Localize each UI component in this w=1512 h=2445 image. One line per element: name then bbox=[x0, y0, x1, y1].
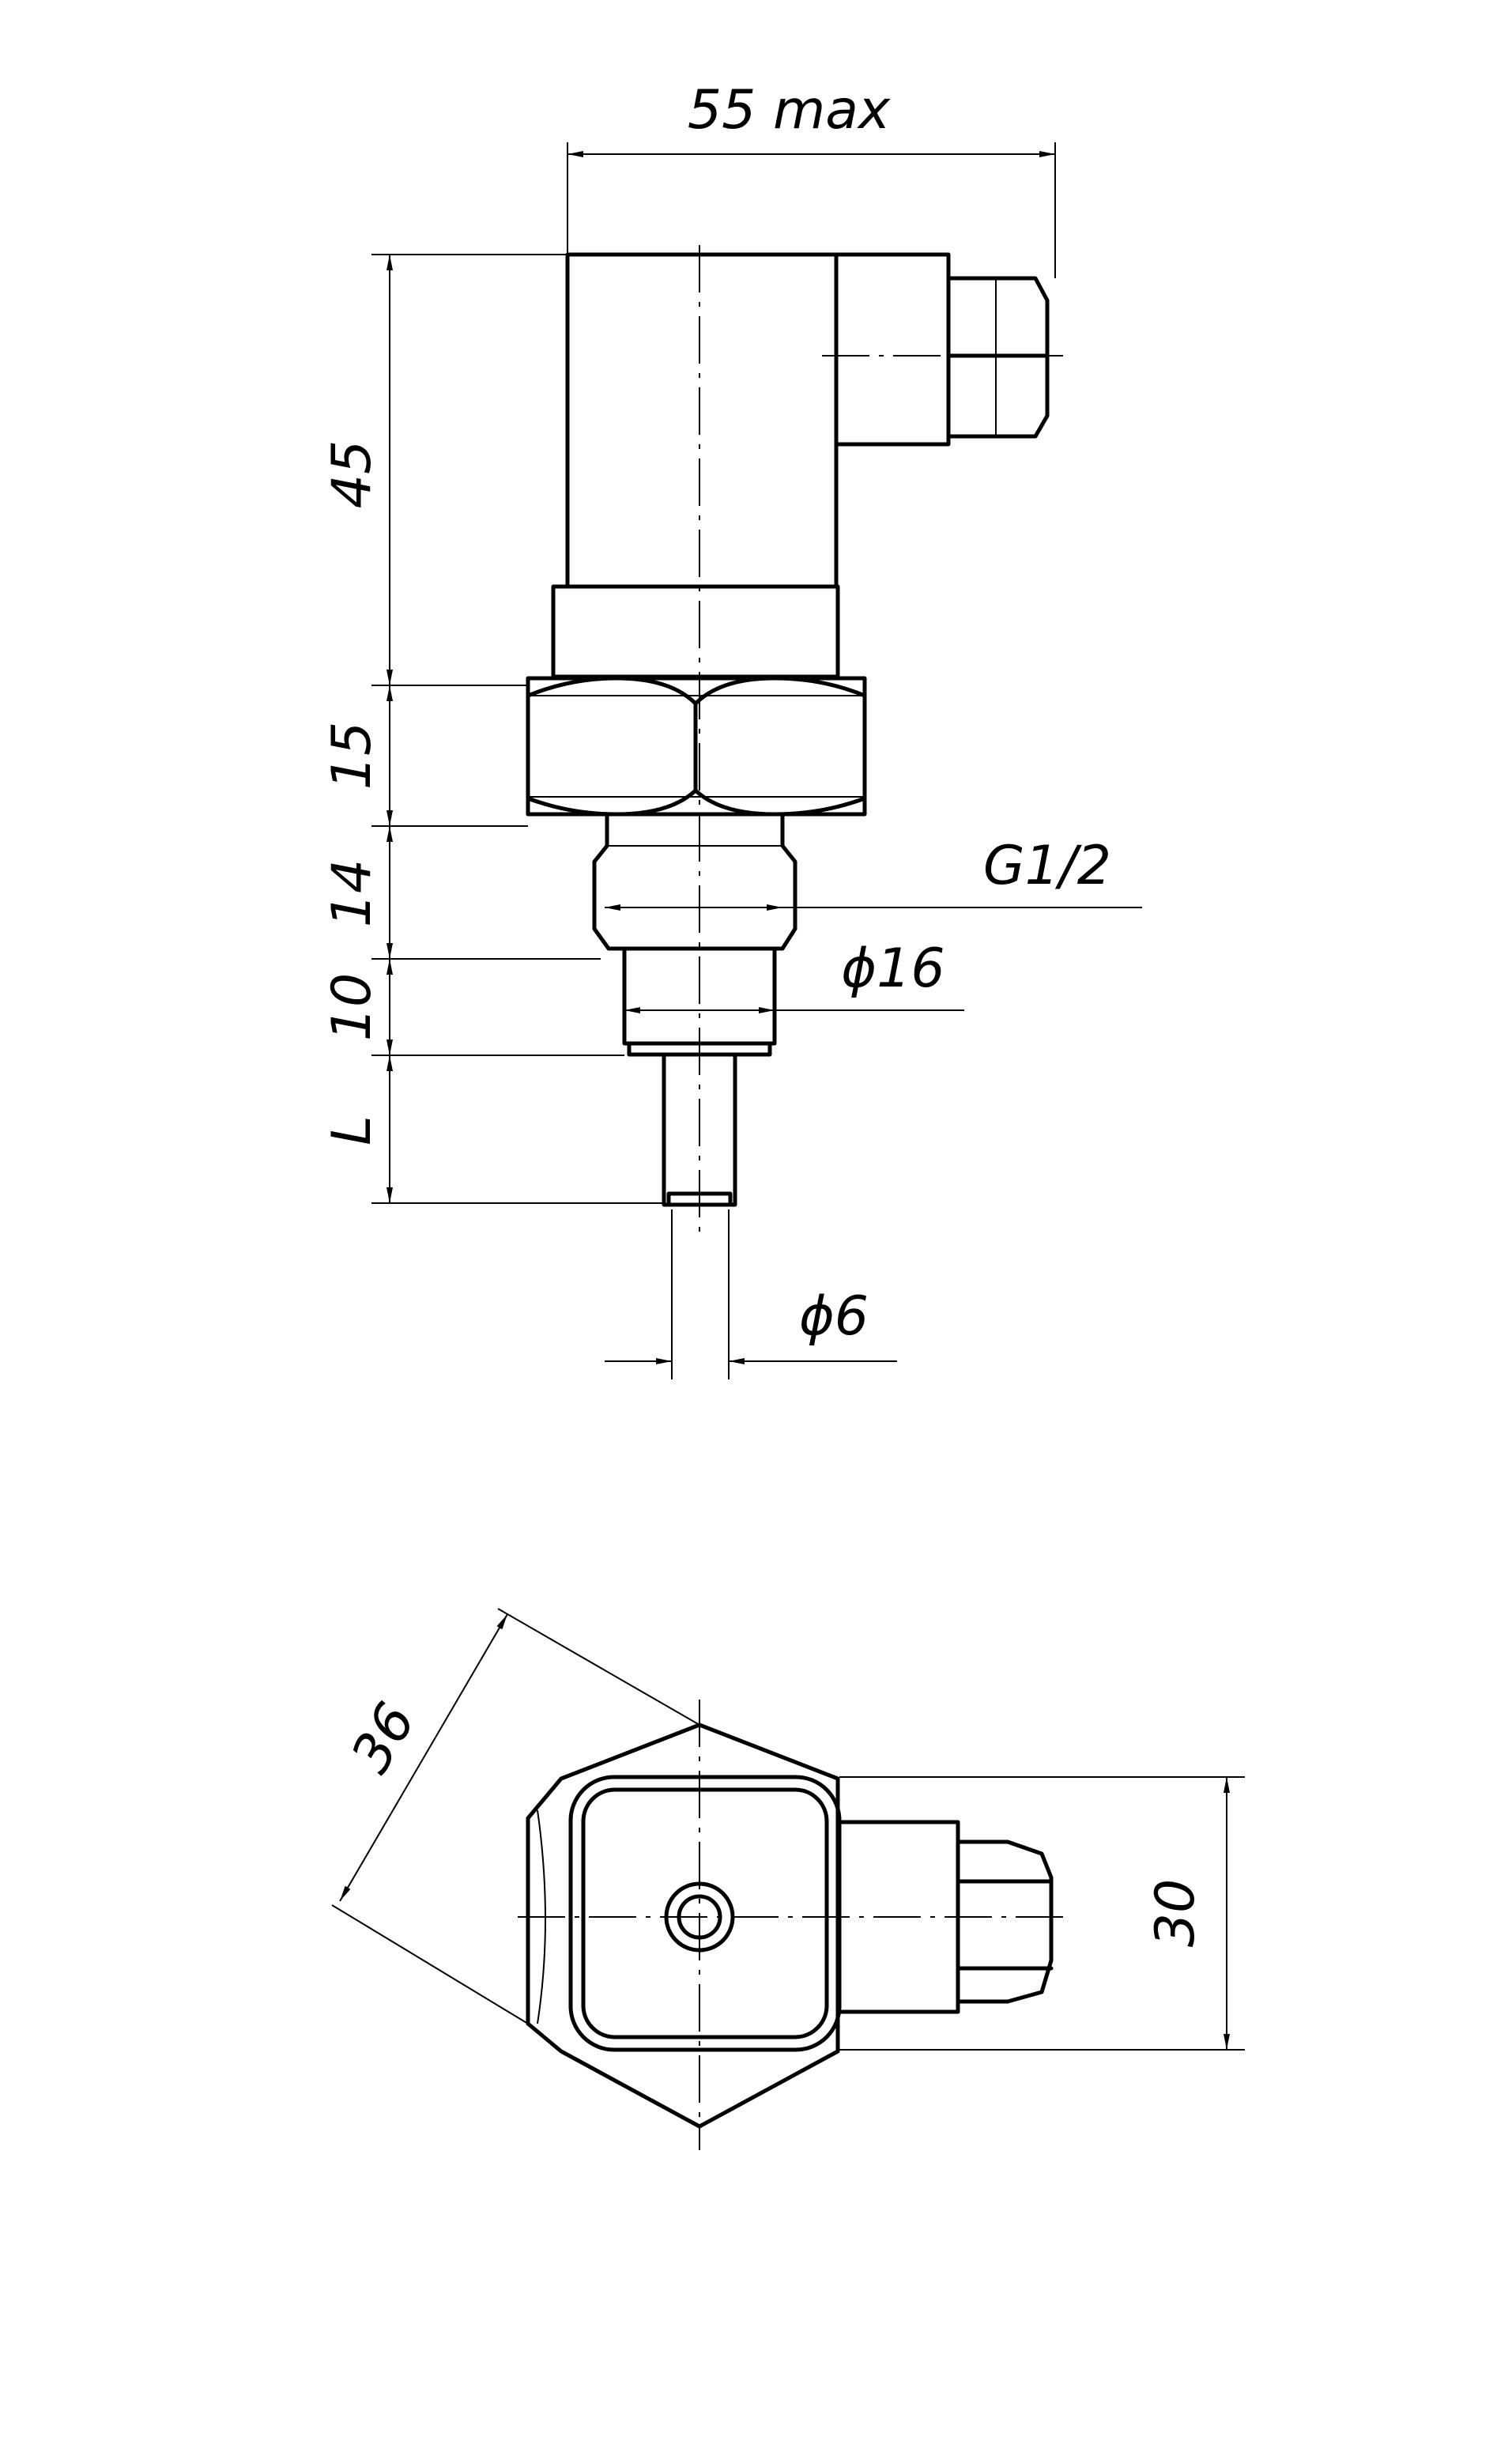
dim-hex-height-label: 15 bbox=[321, 722, 383, 790]
dim-probe-length-label: L bbox=[321, 1115, 383, 1145]
dim-housing-width-label: 30 bbox=[1144, 1879, 1207, 1948]
housing-body bbox=[551, 252, 1050, 679]
gland-nut-top bbox=[956, 1839, 1054, 2004]
dim-thread-length-label: 14 bbox=[321, 859, 383, 928]
top-view: 36 30 bbox=[331, 1608, 1245, 2150]
housing-square-outer bbox=[568, 1775, 842, 2052]
dim-neck-diameter: ϕ16 bbox=[624, 938, 964, 1013]
hex-nut bbox=[526, 676, 867, 817]
dim-neck-length-label: 10 bbox=[321, 973, 383, 1042]
hex-chamfer-left bbox=[537, 1809, 546, 2024]
thread-section bbox=[592, 812, 797, 951]
dim-overall-width-label: 55 max bbox=[688, 79, 891, 141]
dim-vertical-chain: 45 15 14 10 L bbox=[321, 254, 664, 1204]
dim-probe-diameter: ϕ6 bbox=[605, 1209, 897, 1379]
housing-square-inner bbox=[581, 1787, 829, 2039]
front-view: 55 max 45 15 14 10 L G1/2 bbox=[321, 79, 1142, 1379]
dim-probe-diameter-label: ϕ6 bbox=[799, 1285, 869, 1348]
dim-overall-width: 55 max bbox=[567, 79, 1056, 278]
dim-hex-across-corners: 36 bbox=[331, 1608, 700, 2024]
dim-housing-width: 30 bbox=[839, 1776, 1245, 2051]
dim-thread-spec-label: G1/2 bbox=[983, 835, 1111, 897]
dim-housing-height-label: 45 bbox=[321, 440, 383, 509]
dim-hex-across-corners-label: 36 bbox=[340, 1693, 428, 1783]
dim-neck-diameter-label: ϕ16 bbox=[841, 938, 945, 1000]
dim-thread-spec: G1/2 bbox=[605, 835, 1142, 911]
